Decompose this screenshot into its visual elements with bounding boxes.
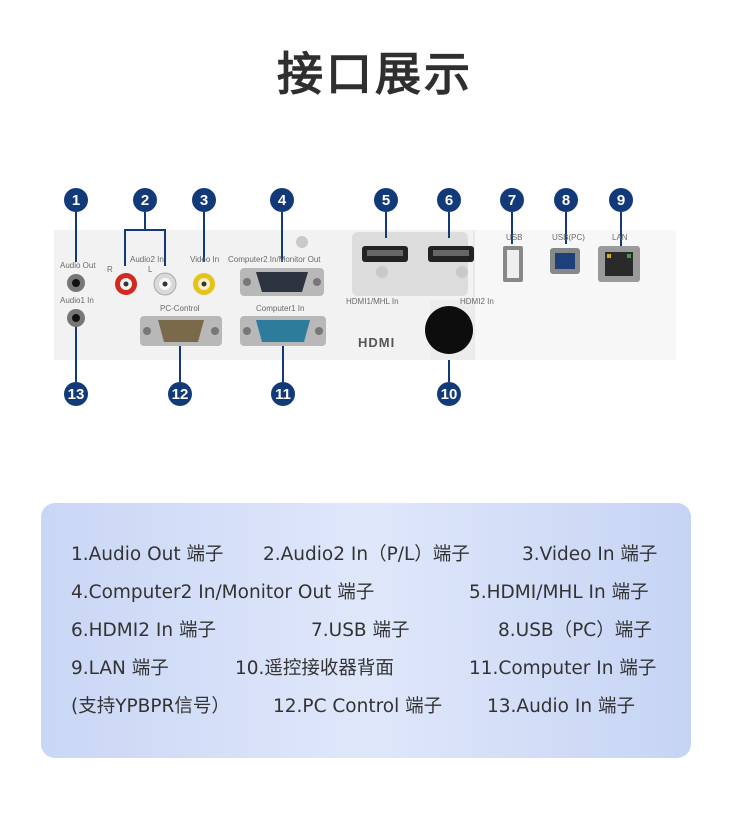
marker-9: 9 [609, 188, 633, 212]
legend-row-2: 4.Computer2 In/Monitor Out 端子 5.HDMI/MHL… [41, 578, 691, 608]
rear-panel-photo: Audio Out Audio1 In Audio2 In R L Video … [54, 188, 676, 406]
marker-1: 1 [64, 188, 88, 212]
marker-8: 8 [554, 188, 578, 212]
legend-row-4: 9.LAN 端子 10.遥控接收器背面 11.Computer In 端子 [41, 654, 691, 684]
svg-text:13: 13 [68, 386, 85, 403]
audio-out-label: Audio Out [60, 261, 96, 270]
svg-text:12: 12 [172, 386, 189, 403]
pc-control-label: PC-Control [160, 304, 200, 313]
port-legend-box: 1.Audio Out 端子 2.Audio2 In（P/L）端子 3.Vide… [41, 503, 691, 758]
l-label: L [148, 265, 153, 274]
svg-text:7: 7 [508, 192, 516, 209]
svg-text:8: 8 [562, 192, 570, 209]
legend-item-11: 11.Computer In 端子 [469, 658, 657, 679]
legend-item-12: 12.PC Control 端子 [273, 696, 443, 717]
legend-item-5: 5.HDMI/MHL In 端子 [469, 582, 649, 603]
marker-11: 11 [271, 382, 295, 406]
lan-label: LAN [612, 233, 628, 242]
legend-item-7: 7.USB 端子 [311, 620, 410, 641]
legend-item-1: 1.Audio Out 端子 [71, 544, 224, 565]
audio1-in-label: Audio1 In [60, 296, 94, 305]
video-in-label: Video In [190, 255, 219, 264]
legend-item-10: 10.遥控接收器背面 [235, 658, 394, 679]
legend-row-1: 1.Audio Out 端子 2.Audio2 In（P/L）端子 3.Vide… [41, 540, 691, 570]
hdmi-logo: HDMI [358, 335, 395, 350]
legend-item-13: 13.Audio In 端子 [487, 696, 635, 717]
svg-text:6: 6 [445, 192, 453, 209]
hdmi2-label: HDMI2 In [460, 297, 494, 306]
marker-4: 4 [270, 188, 294, 212]
legend-item-11-note: (支持YPBPR信号） [71, 696, 230, 717]
page-title: 接口展示 [277, 47, 473, 101]
remote-receiver [425, 306, 473, 354]
svg-text:10: 10 [441, 386, 458, 403]
legend-item-8: 8.USB（PC）端子 [498, 620, 652, 641]
computer1-label: Computer1 In [256, 304, 304, 313]
r-label: R [107, 265, 113, 274]
marker-6: 6 [437, 188, 461, 212]
svg-text:5: 5 [382, 192, 390, 209]
marker-10: 10 [437, 382, 461, 406]
legend-row-3: 6.HDMI2 In 端子 7.USB 端子 8.USB（PC）端子 [41, 616, 691, 646]
marker-13: 13 [64, 382, 88, 406]
svg-text:9: 9 [617, 192, 625, 209]
marker-7: 7 [500, 188, 524, 212]
svg-text:4: 4 [278, 192, 287, 209]
legend-item-3: 3.Video In 端子 [522, 544, 658, 565]
computer2-label: Computer2 In/Monitor Out [228, 255, 321, 264]
usb-label: USB [506, 233, 522, 242]
marker-2: 2 [133, 188, 157, 212]
legend-item-4: 4.Computer2 In/Monitor Out 端子 [71, 582, 375, 603]
svg-text:1: 1 [72, 192, 80, 209]
marker-12: 12 [168, 382, 192, 406]
legend-row-5: (支持YPBPR信号） 12.PC Control 端子 13.Audio In… [41, 692, 691, 722]
svg-text:2: 2 [141, 192, 149, 209]
hdmi1-label: HDMI1/MHL In [346, 297, 399, 306]
legend-item-2: 2.Audio2 In（P/L）端子 [263, 544, 470, 565]
legend-item-9: 9.LAN 端子 [71, 658, 169, 679]
markers: 1 2 3 4 5 6 7 8 9 10 11 12 13 [64, 188, 633, 406]
marker-5: 5 [374, 188, 398, 212]
svg-text:11: 11 [275, 386, 291, 403]
marker-2-bracket [124, 212, 166, 266]
legend-item-6: 6.HDMI2 In 端子 [71, 620, 216, 641]
marker-3: 3 [192, 188, 216, 212]
usb-pc-label: USB(PC) [552, 233, 585, 242]
audio2-in-label: Audio2 In [130, 255, 164, 264]
hdmi-recess [352, 232, 468, 296]
svg-text:3: 3 [200, 192, 208, 209]
